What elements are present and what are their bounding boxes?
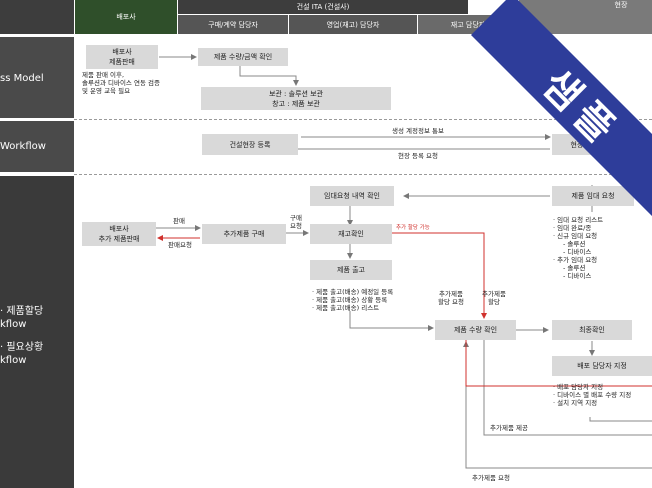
divider-2 [74, 174, 652, 175]
header-distributor: 배포사 [75, 0, 177, 34]
side-label-model: ss Model [0, 73, 44, 84]
box-storage: 보관 : 솔루션 보관 창고 : 제품 보관 [201, 87, 391, 110]
assign-list: · 배포 담당자 지정 · 디바이스 별 배포 수량 지정 · 설치 지역 지정 [553, 383, 631, 407]
box-site-register: 건설현장 등록 [202, 134, 298, 155]
side-label-alloc-2: kflow [0, 319, 27, 330]
box-final-check: 최종확인 [552, 320, 632, 340]
rent-list: · 임대 요청 리스트 · 임대 완료/종 · 신규 임대 요청 - 솔루션 -… [553, 216, 603, 280]
box-confirm-qty: 제품 수량/금액 확인 [198, 48, 288, 66]
box-ship: 제품 출고 [310, 260, 392, 280]
header-top-group: 건설 ITA (건설사) [178, 0, 468, 14]
ship-list-item: · 제품 출고(배송) 예정일 등록 [312, 288, 394, 296]
label-add-alloc: 추가제품 할당 [482, 290, 506, 306]
box-distributor-add-sales: 배포사 추가 제품판매 [82, 222, 156, 246]
ship-list: · 제품 출고(배송) 예정일 등록 · 제품 출고(배송) 상황 등록 · 제… [312, 288, 393, 312]
box-rent-check: 임대요청 내역 확인 [310, 186, 394, 206]
rent-list-item: · 신규 임대 요청 [553, 232, 598, 240]
header-col-sales: 영업(재고) 담당자 [289, 15, 417, 34]
header-corner [0, 0, 74, 34]
side-model-block [0, 37, 74, 118]
side-label-alloc-1: · 제품할당 [0, 306, 44, 317]
label-sell: 판매 [173, 217, 185, 225]
label-sell-request: 판매요청 [168, 241, 192, 249]
header-col-purchase: 구매/계약 담당자 [178, 15, 288, 34]
side-label-status-2: kflow [0, 355, 27, 366]
rent-list-item: - 디바이스 [563, 272, 592, 280]
side-label-status-1: · 필요상황 [0, 342, 44, 353]
divider-1 [74, 119, 652, 120]
box-qty-check: 제품 수량 확인 [435, 320, 516, 340]
ship-list-item: · 제품 출고(배송) 리스트 [312, 304, 380, 312]
box-distributor-sales: 배포사 제품판매 [86, 45, 158, 69]
rent-list-item: - 디바이스 [563, 248, 592, 256]
label-buy-request: 구매 요청 [290, 214, 302, 230]
ship-list-item: · 제품 출고(배송) 상황 등록 [312, 296, 388, 304]
side-workflow-block [0, 121, 74, 172]
label-add-provide: 추가제품 제공 [490, 424, 528, 432]
header-right-partial: 현장 [590, 0, 652, 10]
box-rent-request: 제품 임대 요청 [552, 186, 634, 206]
assign-list-item: · 배포 담당자 지정 [553, 383, 604, 391]
label-add-request: 추가제품 요청 [472, 474, 510, 482]
assign-list-item: · 디바이스 별 배포 수량 지정 [553, 391, 632, 399]
rent-list-item: · 추가 임대 요청 [553, 256, 598, 264]
side-alloc-block [0, 176, 74, 488]
label-site-reg-request: 현장 등록 요청 [398, 152, 439, 160]
rent-list-item: · 임대 완료/종 [553, 224, 592, 232]
rent-list-item: · 임대 요청 리스트 [553, 216, 604, 224]
box-assign-distributor: 배포 담당자 지정 [552, 356, 652, 376]
assign-list-item: · 설치 지역 지정 [553, 399, 598, 407]
rent-list-item: - 솔루션 [563, 240, 586, 248]
distributor-note: 제품 판매 이후, 솔루션과 디바이스 연동 검증 및 운영 교육 필요 [82, 71, 160, 95]
box-stock-check: 재고확인 [310, 224, 392, 244]
label-notify-account: 생성 계정정보 통보 [392, 127, 444, 135]
label-alloc-possible: 추가 할당 가능 [396, 225, 430, 231]
rent-list-item: - 솔루션 [563, 264, 586, 272]
box-add-purchase: 추가제품 구매 [202, 224, 286, 244]
label-add-alloc-request: 추가제품 할당 요청 [438, 290, 464, 306]
side-label-workflow: Workflow [0, 141, 46, 152]
